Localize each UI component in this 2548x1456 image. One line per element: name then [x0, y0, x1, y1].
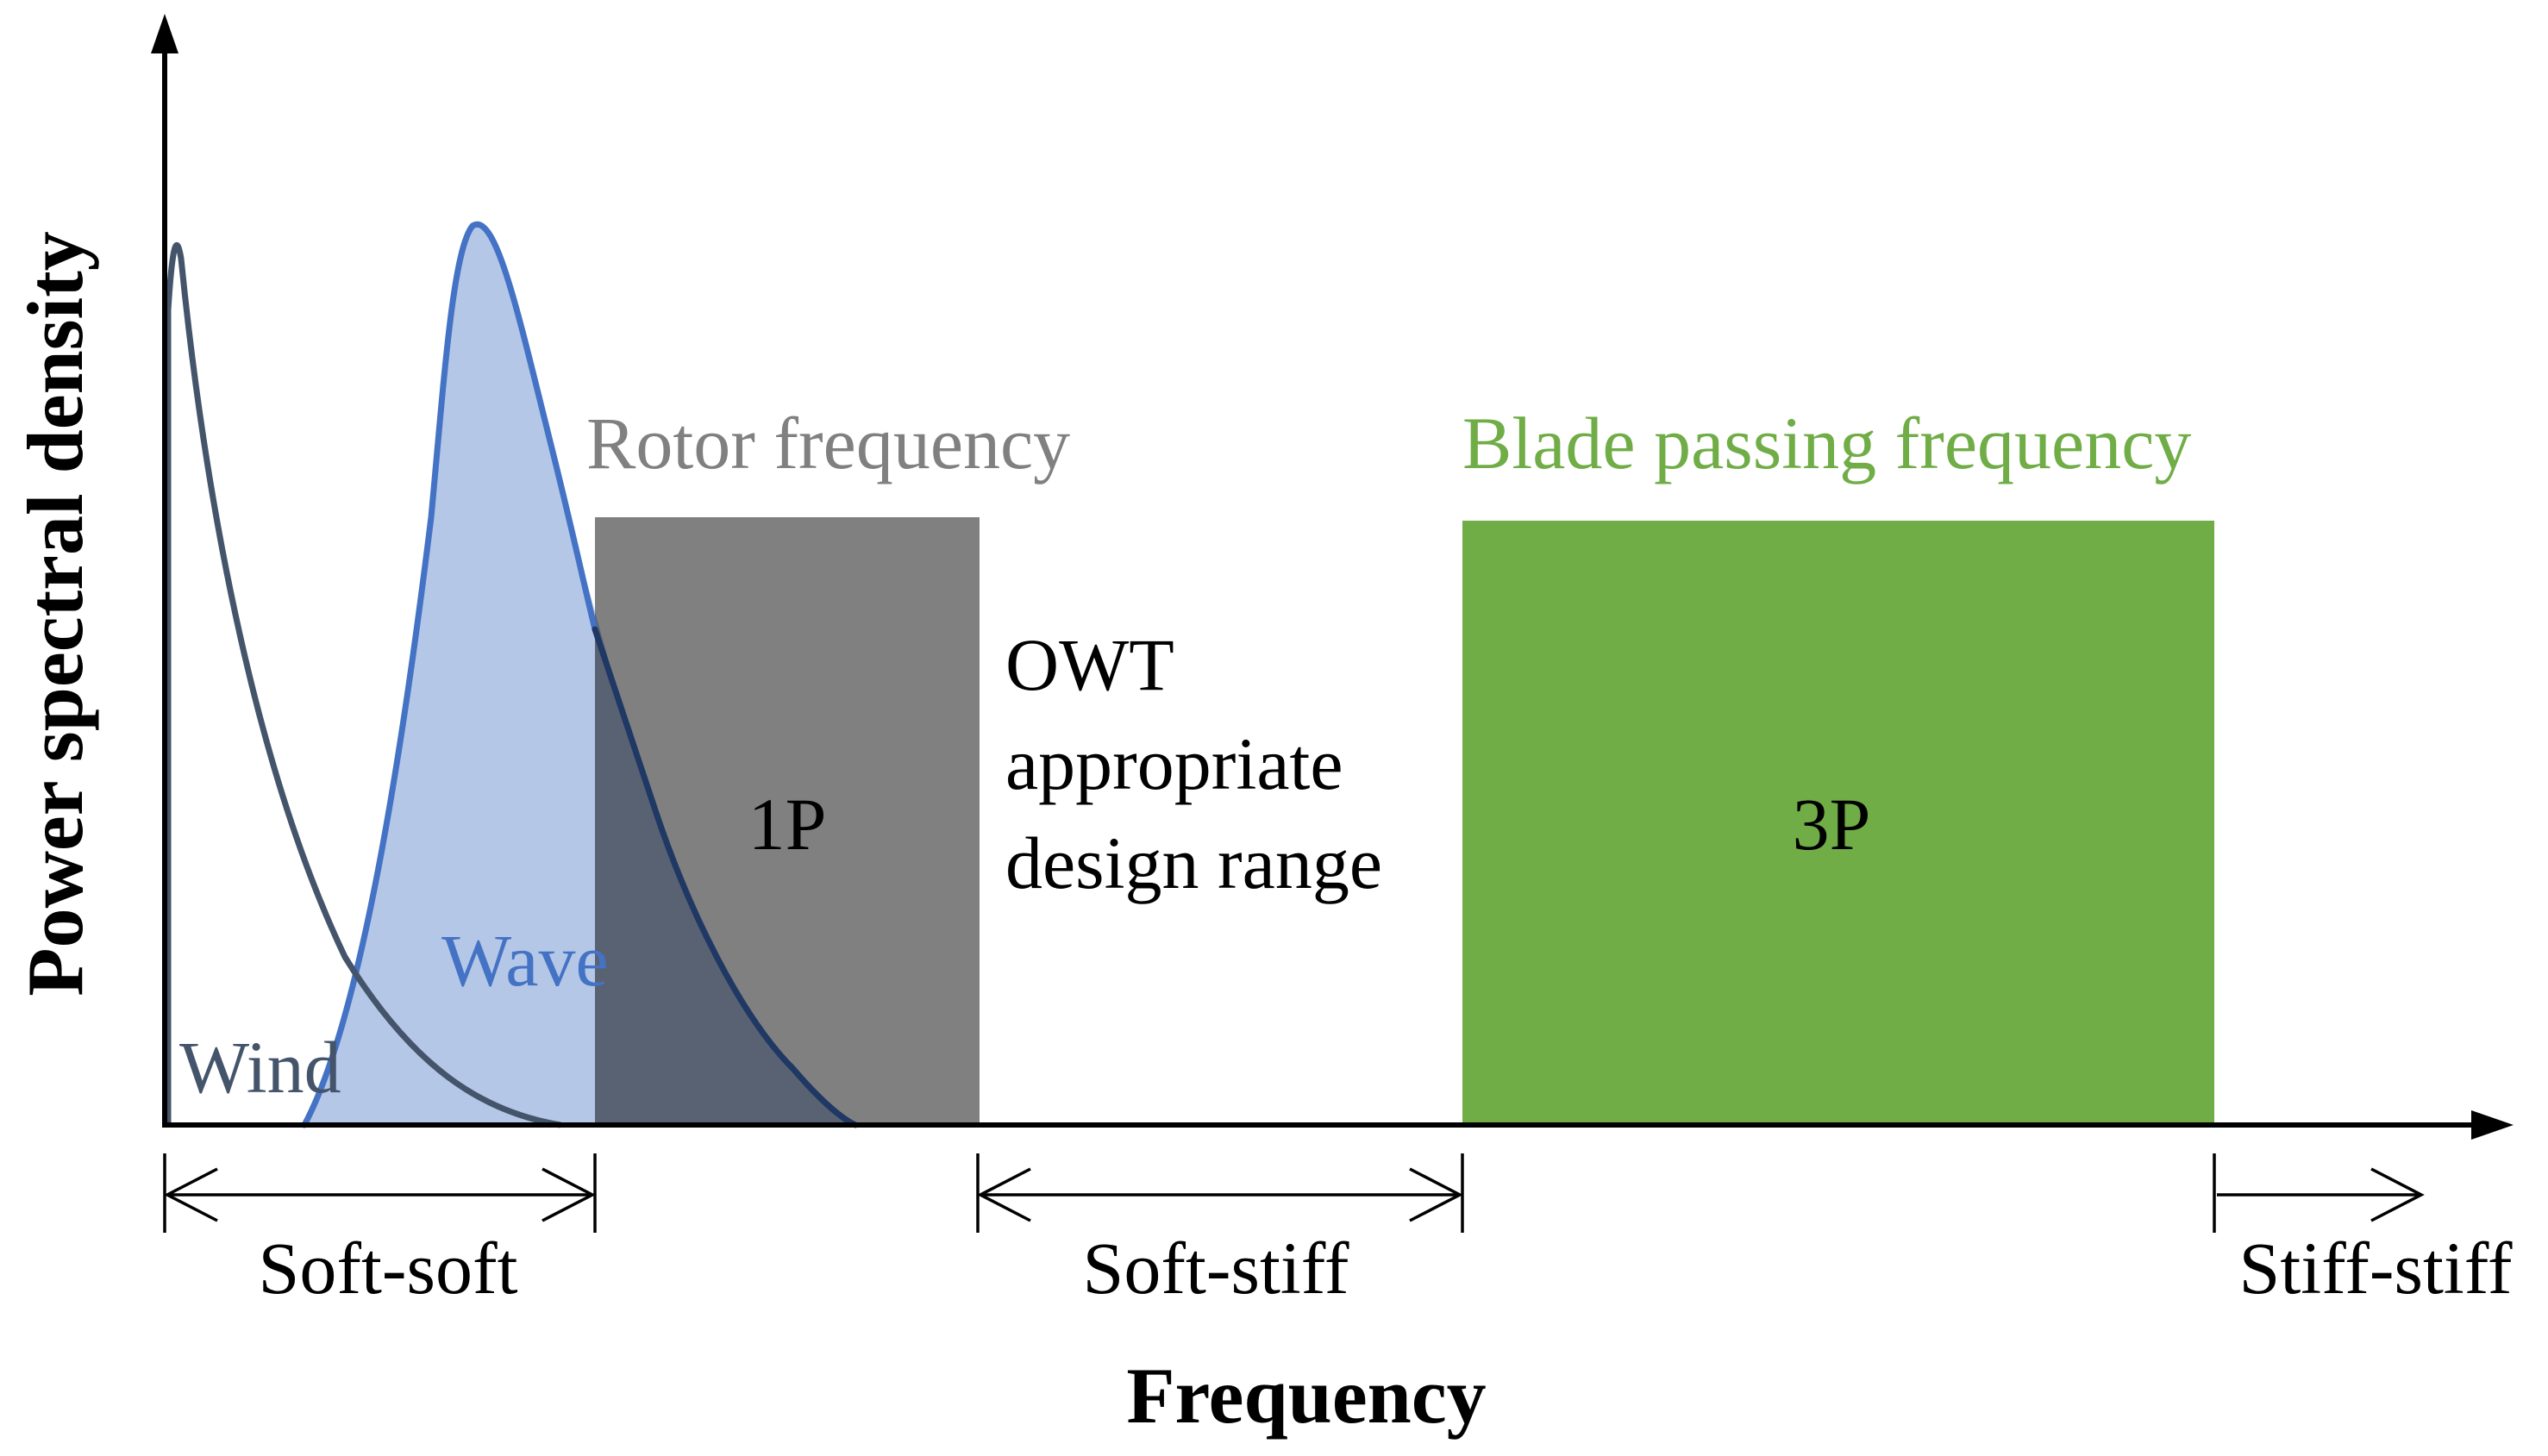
design-range-line-1: OWT [1005, 623, 1174, 706]
soft-stiff-range-arrow [976, 1153, 1464, 1233]
y-axis-arrowhead [151, 14, 178, 53]
design-range-line-2: appropriate [1005, 722, 1343, 805]
wave-spectrum-curve [301, 221, 598, 1128]
rotor-frequency-title: Rotor frequency [586, 402, 1070, 484]
region-label-stiff-stiff: Stiff-stiff [2239, 1227, 2513, 1309]
stiff-stiff-range-arrow [2213, 1153, 2425, 1233]
blade-passing-frequency-band [1462, 521, 2214, 1125]
x-axis-label: Frequency [1126, 1352, 1486, 1440]
wind-label: Wind [179, 1026, 341, 1109]
wave-spectrum-curve-overlap [592, 626, 859, 1128]
wave-spectrum-fill [304, 224, 855, 1125]
x-axis-arrowhead [2471, 1110, 2514, 1140]
wind-spectrum-curve [165, 241, 561, 1128]
y-axis-label: Power spectral density [11, 231, 99, 996]
design-range-line-3: design range [1005, 822, 1382, 904]
blade-passing-frequency-title: Blade passing frequency [1462, 402, 2191, 484]
region-label-soft-stiff: Soft-stiff [1083, 1227, 1349, 1309]
wave-label: Wave [441, 919, 609, 1002]
soft-soft-range-arrow [163, 1153, 597, 1233]
region-label-soft-soft: Soft-soft [259, 1227, 518, 1309]
blade-band-label-3p: 3P [1793, 783, 1871, 865]
rotor-band-label-1p: 1P [748, 783, 827, 865]
